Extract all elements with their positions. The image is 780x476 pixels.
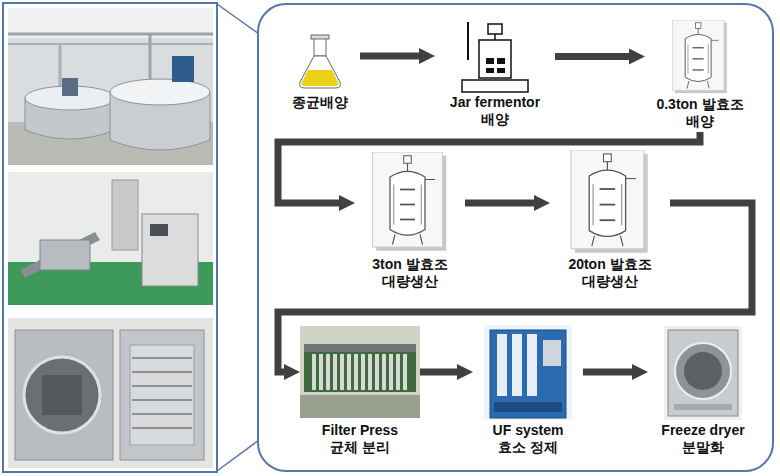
factory-photo: [8, 8, 213, 165]
step-label: 배양: [439, 111, 551, 128]
flow-arrow: [360, 53, 419, 60]
flow-arrow: [465, 200, 534, 207]
process-step: 종균배양: [280, 18, 360, 113]
process-step: Filter Press균체 분리: [300, 322, 420, 458]
step-label: 균체 분리: [304, 439, 416, 456]
machine-photo: [8, 172, 213, 305]
flow-arrow: [555, 53, 629, 60]
process-step: 20ton 발효조대량생산: [550, 150, 670, 292]
tank-icon: [571, 150, 648, 253]
step-label: 종균배양: [284, 94, 356, 111]
process-panel: [258, 4, 773, 471]
photo-panel: [3, 3, 259, 472]
tank-icon: [373, 152, 447, 251]
step-label: 대량생산: [359, 273, 461, 290]
process-step: 3ton 발효조대량생산: [355, 150, 465, 292]
flow-arrow: [420, 369, 457, 376]
flow-arrow: [583, 369, 632, 376]
step-label: 배양: [649, 113, 751, 130]
tank-icon: [672, 20, 727, 93]
flask-icon: [300, 35, 341, 88]
process-step: UF system효소 정제: [473, 322, 583, 458]
step-label: UF system: [477, 422, 579, 439]
dryer-photo: [8, 318, 213, 468]
step-label: 3ton 발효조: [359, 256, 461, 273]
step-label: 효소 정제: [477, 439, 579, 456]
flow-arrow: [278, 132, 700, 203]
uf-system-photo: [484, 325, 572, 420]
step-label: 대량생산: [554, 273, 666, 290]
step-label: 분말화: [652, 439, 754, 456]
step-label: Jar fermentor: [439, 94, 551, 111]
process-step: Freeze dryer분말화: [648, 322, 758, 458]
step-label: 20ton 발효조: [554, 256, 666, 273]
process-step: Jar fermentor배양: [435, 18, 555, 130]
step-label: Filter Press: [304, 422, 416, 439]
filter-press-photo: [300, 326, 420, 418]
jar-fermentor-icon: [462, 22, 528, 92]
process-step: 0.3ton 발효조배양: [645, 18, 755, 132]
freeze-dryer-photo: [664, 326, 742, 420]
step-label: Freeze dryer: [652, 422, 754, 439]
step-label: 0.3ton 발효조: [649, 96, 751, 113]
flow-arrow: [278, 203, 752, 372]
